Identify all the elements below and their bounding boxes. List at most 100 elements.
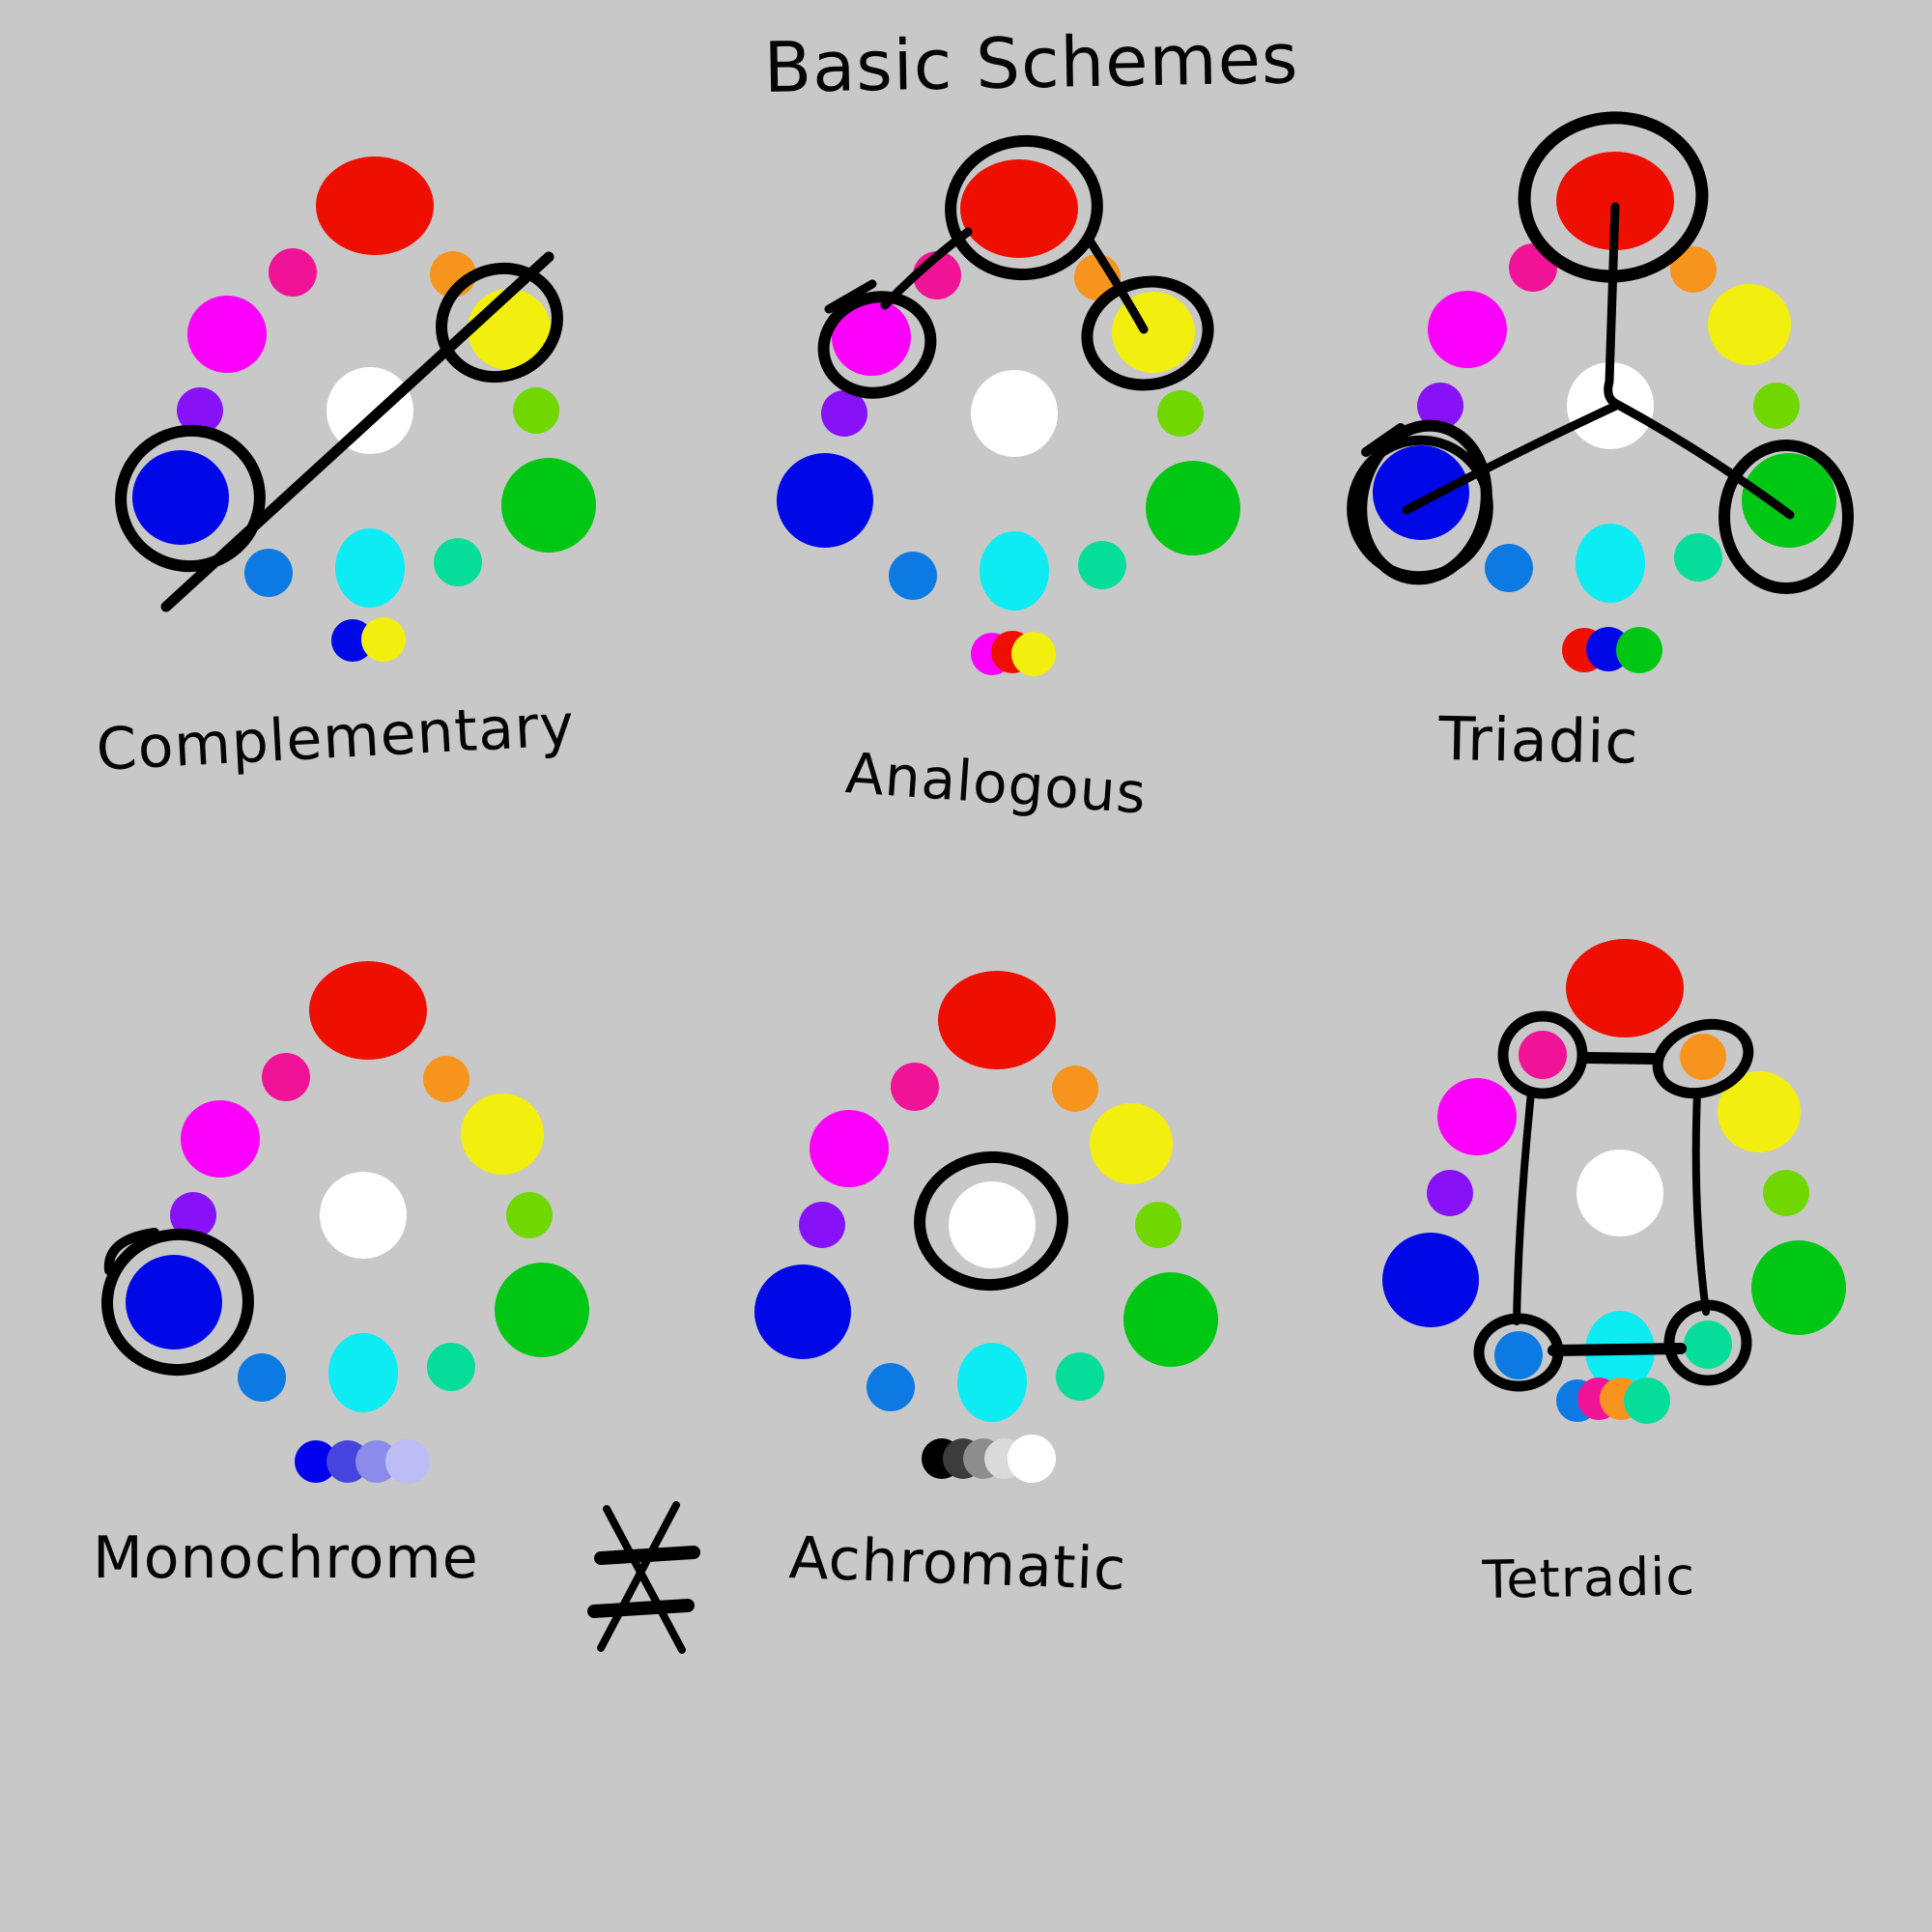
complementary-dot-spring-green: [434, 538, 482, 586]
achromatic-dot-spring-green: [1056, 1352, 1104, 1401]
complementary-dot-green: [501, 458, 596, 553]
triadic-dot-red: [1556, 152, 1674, 250]
tetradic-dot-blue: [1382, 1233, 1479, 1327]
monochrome-dot-spring-green: [427, 1343, 475, 1391]
monochrome-wheel: [101, 961, 589, 1484]
tetradic-swatch-3: [1624, 1378, 1670, 1424]
monochrome-dot-green: [495, 1263, 589, 1357]
achromatic-dot-green: [1123, 1272, 1218, 1367]
tetradic-dot-green: [1751, 1240, 1846, 1335]
triadic-dot-dodger-blue: [1485, 544, 1533, 592]
achromatic-dot-orange: [1052, 1065, 1098, 1112]
triadic-dot-blue: [1373, 445, 1469, 540]
monochrome-dot-chartreuse: [506, 1192, 553, 1238]
achromatic-dot-magenta: [810, 1110, 889, 1187]
tetradic-wheel: [1382, 939, 1846, 1424]
triadic-dot-yellow: [1708, 284, 1791, 365]
complementary-annotation-2: [160, 251, 554, 612]
analogous-annotation-1: [817, 291, 937, 399]
monochrome-swatch-2: [355, 1440, 398, 1483]
triadic-swatch-2: [1616, 627, 1662, 673]
monochrome-dot-purple: [170, 1192, 216, 1238]
triadic-dot-purple: [1417, 383, 1463, 429]
triadic-dot-cyan: [1576, 524, 1645, 603]
monochrome-dot-red: [309, 961, 427, 1060]
tetradic-dot-center-white: [1577, 1150, 1663, 1236]
triadic-annotation-3: [1361, 423, 1406, 457]
analogous-dot-green: [1146, 461, 1240, 555]
monochrome-dot-orange: [423, 1056, 469, 1102]
monochrome-swatch-3: [385, 1439, 430, 1484]
analogous-annotation-3: [880, 227, 973, 310]
tetradic-annotation-4: [1578, 1052, 1660, 1065]
achromatic-dot-dodger-blue: [867, 1363, 915, 1411]
not-equal-symbol-stroke-3: [603, 1505, 686, 1654]
tetradic-dot-magenta: [1437, 1078, 1517, 1155]
monochrome-dot-dodger-blue: [238, 1353, 286, 1402]
achromatic-dot-center-white: [949, 1181, 1036, 1268]
complementary-dot-cyan: [335, 528, 405, 608]
analogous-dot-purple: [821, 390, 867, 437]
tetradic-dot-yellow: [1718, 1071, 1801, 1152]
complementary-swatch-1: [361, 617, 406, 662]
analogous-dot-chartreuse: [1157, 390, 1204, 437]
not-equal-symbol-stroke-1: [587, 1599, 695, 1618]
tetradic-dot-orange: [1680, 1034, 1726, 1080]
tetradic-dot-pink: [1519, 1031, 1567, 1079]
complementary-dot-center-white: [327, 367, 413, 454]
complementary-dot-chartreuse: [513, 387, 559, 434]
complementary-dot-red: [316, 156, 434, 255]
page-title: Basic Schemes: [763, 17, 1300, 108]
analogous-dot-red: [960, 159, 1078, 258]
monochrome-dot-cyan: [328, 1333, 398, 1412]
achromatic-dot-yellow: [1090, 1103, 1173, 1184]
analogous-annotation-5: [1083, 233, 1149, 334]
complementary-dot-dodger-blue: [244, 549, 293, 597]
triadic-annotation-7: [1613, 400, 1795, 520]
complementary-dot-magenta: [187, 296, 267, 373]
achromatic-dot-red: [938, 971, 1056, 1069]
monochrome-dot-pink: [262, 1053, 310, 1101]
triadic-dot-orange: [1670, 246, 1717, 293]
tetradic-annotation-1: [1652, 1018, 1754, 1099]
analogous-annotation-2: [1081, 275, 1214, 391]
monochrome-swatch-0: [295, 1440, 337, 1483]
monochrome-annotation-0: [101, 1228, 254, 1377]
monochrome-annotation-1: [103, 1228, 159, 1275]
analogous-dot-cyan: [980, 531, 1049, 611]
analogous-dot-dodger-blue: [889, 552, 937, 600]
complementary-dot-blue: [132, 450, 229, 545]
tetradic-annotation-5: [1513, 1089, 1535, 1325]
triadic-annotation-4: [1719, 440, 1854, 594]
achromatic-annotation-0: [914, 1151, 1068, 1292]
tetradic-dot-chartreuse: [1763, 1170, 1809, 1216]
monochrome-dot-center-white: [320, 1172, 407, 1259]
monochrome-dot-blue: [126, 1255, 222, 1350]
analogous-dot-blue: [777, 453, 873, 548]
complementary-dot-pink: [269, 248, 317, 297]
monochrome-dot-yellow: [461, 1094, 544, 1175]
complementary-dot-purple: [177, 387, 223, 434]
tetradic-annotation-6: [1691, 1089, 1710, 1316]
analogous-dot-center-white: [971, 370, 1058, 457]
achromatic-dot-purple: [799, 1202, 845, 1248]
triadic-wheel: [1347, 111, 1854, 673]
achromatic-dot-chartreuse: [1135, 1202, 1181, 1248]
triadic-dot-green: [1742, 453, 1836, 548]
label-achromatic: Achromatic: [787, 1524, 1128, 1605]
complementary-swatch-0: [331, 619, 374, 662]
triadic-dot-chartreuse: [1753, 383, 1800, 429]
label-triadic: Triadic: [1437, 703, 1640, 778]
complementary-wheel: [115, 156, 596, 662]
triadic-dot-spring-green: [1674, 533, 1722, 582]
analogous-annotation-0: [945, 134, 1103, 281]
triadic-annotation-0: [1518, 111, 1709, 283]
tetradic-dot-spring-green: [1684, 1321, 1732, 1369]
achromatic-dot-pink: [891, 1063, 939, 1111]
tetradic-dot-purple: [1427, 1170, 1473, 1216]
tetradic-annotation-7: [1548, 1343, 1687, 1356]
achromatic-swatch-4: [1008, 1435, 1056, 1483]
analogous-swatch-2: [1011, 632, 1056, 676]
